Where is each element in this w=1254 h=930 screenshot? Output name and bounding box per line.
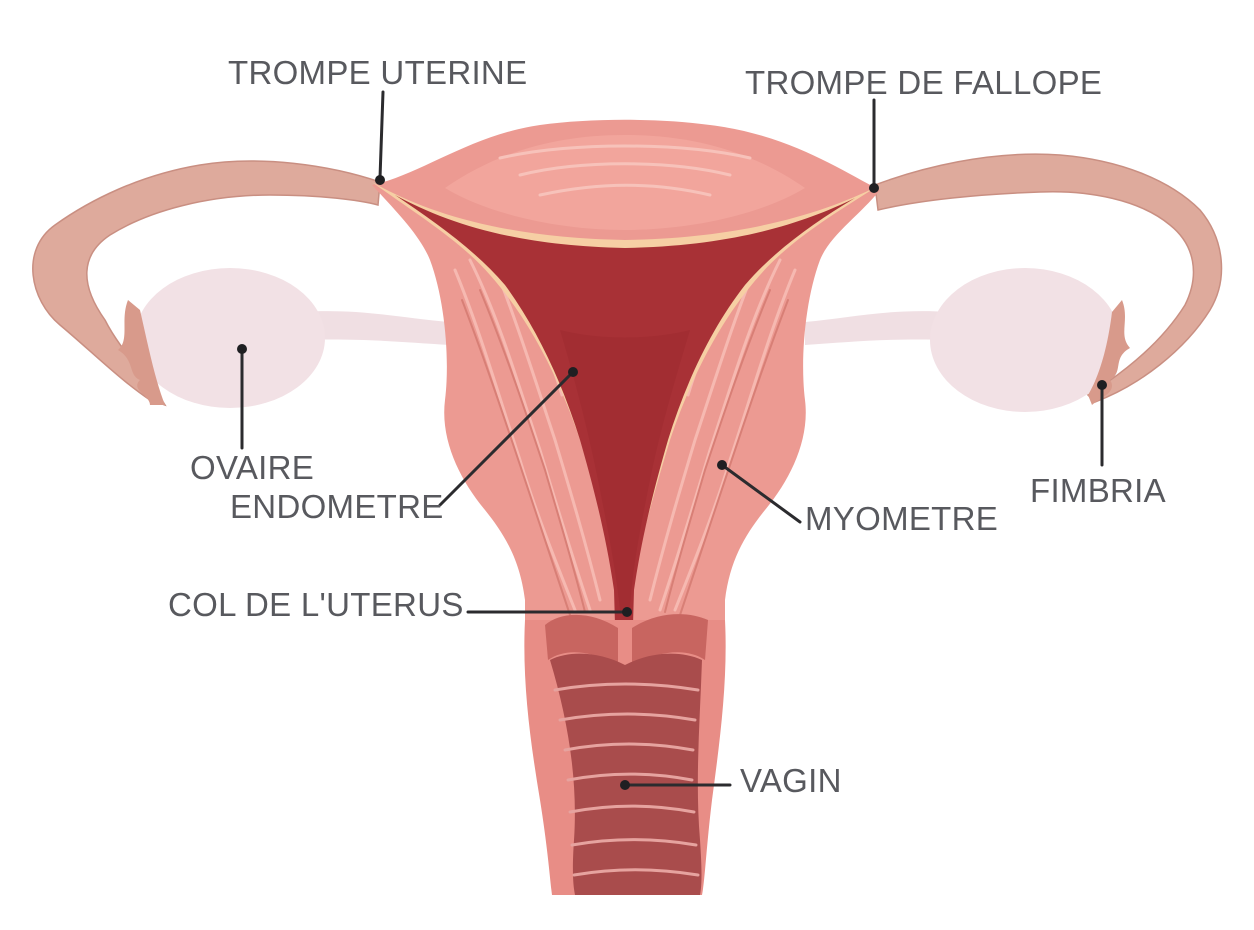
uterine-fundus-highlight [445, 135, 805, 230]
dot-endometre [568, 367, 578, 377]
left-ovary [135, 268, 325, 408]
leader-lines [237, 90, 1107, 790]
label-trompe-uterine: TROMPE UTERINE [228, 54, 527, 91]
left-fallopian-tube [32, 160, 381, 407]
right-fallopian-tube [874, 153, 1223, 405]
dot-ovaire [237, 344, 247, 354]
vaginal-rugae [553, 682, 700, 877]
ovarian-ligaments [300, 311, 950, 345]
dot-fimbria [1097, 380, 1107, 390]
label-col-de-l-uterus: COL DE L'UTERUS [168, 586, 464, 623]
leader-trompe-uterine [378, 90, 385, 180]
leader-endometre [438, 370, 575, 507]
label-trompe-de-fallope: TROMPE DE FALLOPE [745, 64, 1102, 101]
right-ovarian-ligament [805, 311, 950, 345]
cavity-shade [560, 330, 690, 610]
labels: TROMPE UTERINE TROMPE DE FALLOPE OVAIRE … [168, 54, 1166, 799]
label-endometre: ENDOMETRE [230, 488, 444, 525]
cervix-right-lip [632, 614, 708, 665]
dot-col-de-l-uterus [622, 607, 632, 617]
dot-myometre [717, 460, 727, 470]
fundus-striations [498, 144, 752, 197]
label-vagin: VAGIN [740, 762, 842, 799]
label-myometre: MYOMETRE [805, 500, 998, 537]
left-ovarian-ligament [300, 311, 450, 345]
myometrium-fibers-dark [461, 289, 789, 616]
leader-myometre [720, 463, 802, 524]
right-ovary [930, 268, 1120, 412]
dot-vagin [620, 780, 630, 790]
label-fimbria: FIMBRIA [1030, 472, 1166, 509]
label-ovaire: OVAIRE [190, 449, 314, 486]
cervix-left-lip [545, 614, 618, 665]
dot-trompe-de-fallope [869, 183, 879, 193]
dot-trompe-uterine [375, 175, 385, 185]
